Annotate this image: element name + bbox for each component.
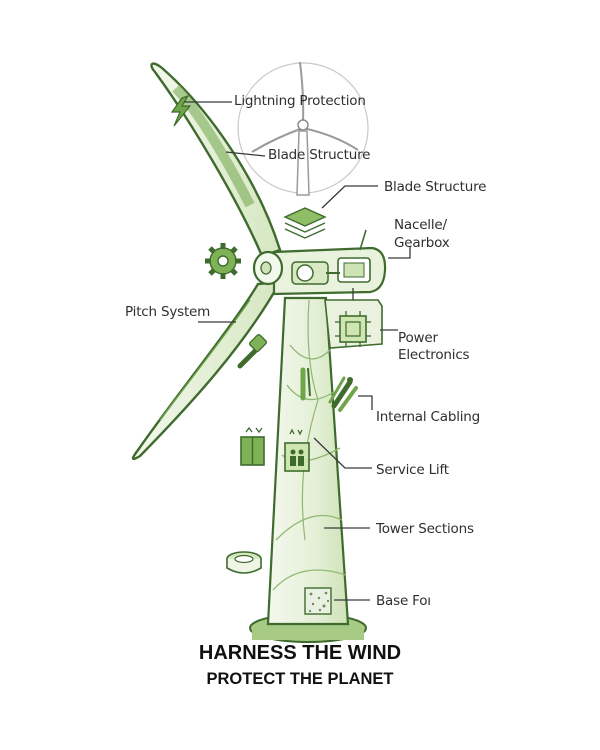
label-nacelle-line1: Nacelle/ [394,217,447,233]
label-blade-structure-upper: Blade Structure [268,147,371,163]
cable-bundle-icon [328,376,358,412]
inset-turbine [237,61,369,196]
gear-icon [205,243,241,279]
label-nacelle-line2: Gearbox [394,235,450,251]
circuit-chip-icon [324,299,383,349]
connector-icon [237,333,268,369]
lightning-icon [170,94,192,127]
elevator-icon [240,426,265,466]
layers-icon [283,207,327,239]
label-service-lift: Service Lift [376,462,449,478]
label-internal-cabling: Internal Cabling [376,409,481,425]
label-power-line2: Electronics [398,347,470,363]
ring-segment-icon [226,551,262,574]
headline-line2: PROTECT THE PLANET [206,670,394,688]
concrete-block-icon [304,587,332,615]
label-blade-structure-right: Blade Structure [384,179,487,195]
label-tower-sections: Tower Sections [376,521,474,537]
label-power-line1: Power [398,330,438,346]
nacelle [252,229,387,296]
elevator-icon [284,428,310,472]
label-lightning-protection: Lightning Protection [234,93,366,109]
headline-line1: HARNESS THE WIND [198,642,402,664]
label-base-foundation: Base Foı [376,593,431,609]
leader-lines [184,101,411,601]
label-pitch-system: Pitch System [125,304,211,320]
cable-bundle-icon [300,367,311,401]
